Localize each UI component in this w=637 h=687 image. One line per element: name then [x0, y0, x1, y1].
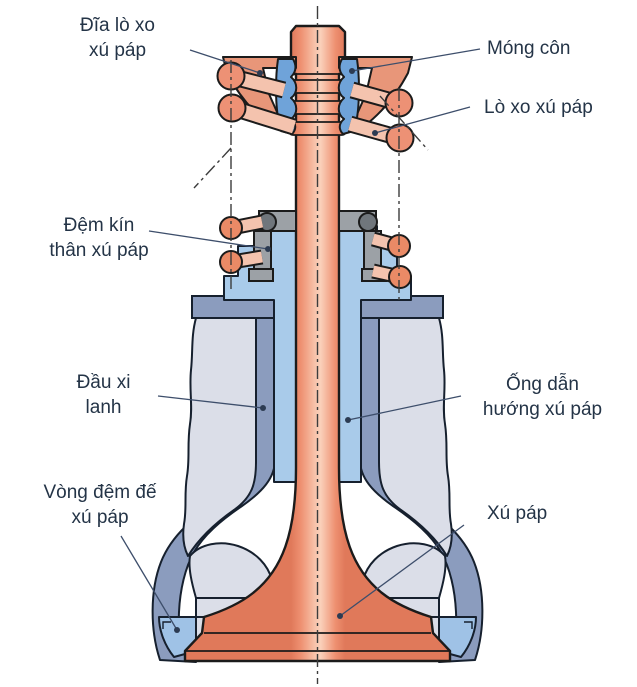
- label-valve-guide: Ống dẫn hướng xú páp: [465, 372, 620, 422]
- label-line: Xú páp: [487, 503, 548, 524]
- label-line: Móng côn: [487, 38, 571, 59]
- label-line: Đĩa lò xo: [80, 15, 155, 36]
- leader-lines: [120, 48, 481, 631]
- label-line: lanh: [85, 397, 122, 418]
- label-cylinder-head: Đầu xi lanh: [46, 370, 161, 420]
- label-line: Vòng đệm đế: [43, 482, 157, 503]
- label-valve: Xú páp: [487, 501, 547, 526]
- label-spring-retainer: Đĩa lò xo xú páp: [55, 13, 180, 63]
- label-line: Lò xo xú páp: [484, 97, 593, 118]
- valve-spring-part: [216, 61, 415, 289]
- label-line: Đệm kín: [63, 215, 135, 236]
- label-line: xú páp: [71, 507, 129, 528]
- label-line: Đầu xi: [76, 372, 131, 393]
- label-line: thân xú páp: [49, 240, 149, 261]
- label-stem-seal: Đệm kín thân xú páp: [34, 213, 164, 263]
- label-valve-spring: Lò xo xú páp: [484, 95, 593, 120]
- label-line: hướng xú páp: [482, 399, 603, 420]
- leader-dots: [174, 68, 378, 633]
- label-seat-ring: Vòng đệm đế xú páp: [25, 480, 175, 530]
- label-line: Ống dẫn: [506, 374, 579, 395]
- label-line: xú páp: [88, 40, 147, 61]
- label-collet: Móng côn: [487, 36, 570, 61]
- centerline: [193, 6, 429, 684]
